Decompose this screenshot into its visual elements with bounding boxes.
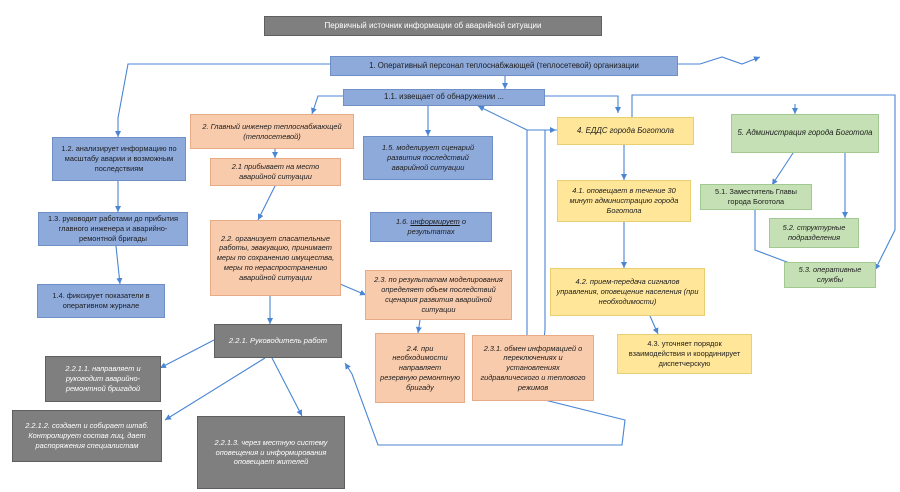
node-1-3: 1.3. руководит работами до прибытия глав… [38, 212, 188, 246]
node-5-1: 5.1. Заместитель Главы города Боготола [700, 184, 812, 210]
node-top-source: Первичный источник информации об аварийн… [264, 16, 602, 36]
arrow-1-to-1-2 [115, 63, 330, 137]
node-1-4: 1.4. фиксирует показатели в оперативном … [37, 284, 165, 318]
node-2-4: 2.4. при необходимости направляет резерв… [375, 333, 465, 403]
node-5-administration: 5. Администрация города Боготола [731, 114, 879, 153]
arrow-2-2-to-2-3 [339, 283, 367, 296]
node-5-2: 5.2. структурные подразделения [769, 218, 859, 248]
arrow-1-1-to-2 [311, 95, 343, 115]
node-2-3: 2.3. по результатам моделирования опреде… [365, 270, 512, 320]
node-5-3: 5.3. оперативные службы [784, 262, 876, 288]
arrow-2-1-to-2-2 [257, 185, 276, 221]
arrow-2-2-1-to-2-2-1-1 [159, 339, 215, 369]
node-2-2-1-2: 2.2.1.2. создает и собирает штаб. Контро… [12, 410, 162, 462]
node-1-6-word: информирует [410, 217, 460, 227]
arrow-2-2-1-to-2-2-1-2 [164, 357, 266, 421]
node-2-1: 2.1 прибывает на место аварийной ситуаци… [210, 158, 341, 186]
arrow-2-2-1-to-2-2-1-3 [271, 357, 303, 417]
node-1-6: 1.6. информирует о результатах [370, 212, 492, 242]
node-1-1: 1.1. извещает об обнаружении ... [343, 89, 545, 106]
node-1-5: 1.5. моделирует сценарий развития послед… [363, 136, 493, 180]
arrow-1-3-to-1-4 [115, 245, 123, 285]
node-1-2: 1.2. анализирует информацию по масштабу … [52, 137, 186, 181]
node-1-6-num: 1.6. [395, 217, 409, 227]
arrow-4-2-to-4-3 [649, 315, 659, 335]
node-2-3-1: 2.3.1. обмен информацией о переключениях… [472, 335, 594, 401]
node-2-2-1-work-manager: 2.2.1. Руководитель работ [214, 324, 342, 358]
node-2-chief-engineer: 2. Главный инженер теплоснабжающей (тепл… [190, 114, 354, 149]
arrow-4-to-2-2-1-return [344, 129, 626, 446]
arrow-1-to-right [678, 56, 761, 65]
node-4-edds: 4. ЕДДС города Боготола [557, 117, 694, 145]
arrow-1-1-to-4 [545, 95, 621, 113]
arrow-2-3-to-2-4 [415, 319, 422, 334]
node-1-operational-staff: 1. Оперативный персонал теплоснабжающей … [330, 56, 678, 76]
node-2-2-1-3: 2.2.1.3. через местную систему оповещени… [197, 416, 345, 489]
node-4-2: 4.2. прием-передача сигналов управления,… [550, 268, 705, 316]
arrow-4-to-right [631, 94, 896, 271]
node-2-2: 2.2. организует спасательные работы, эва… [210, 220, 341, 296]
node-1-6-rest: о результатах [407, 217, 467, 236]
node-2-2-1-1: 2.2.1.1. направляет и руководит аварийно… [45, 356, 161, 402]
arrow-5-to-5-1b [771, 149, 796, 186]
node-4-3: 4.3. уточняет порядок взаимодействия и к… [617, 334, 752, 374]
node-4-1: 4.1. оповещает в течение 30 минут админи… [557, 180, 691, 222]
